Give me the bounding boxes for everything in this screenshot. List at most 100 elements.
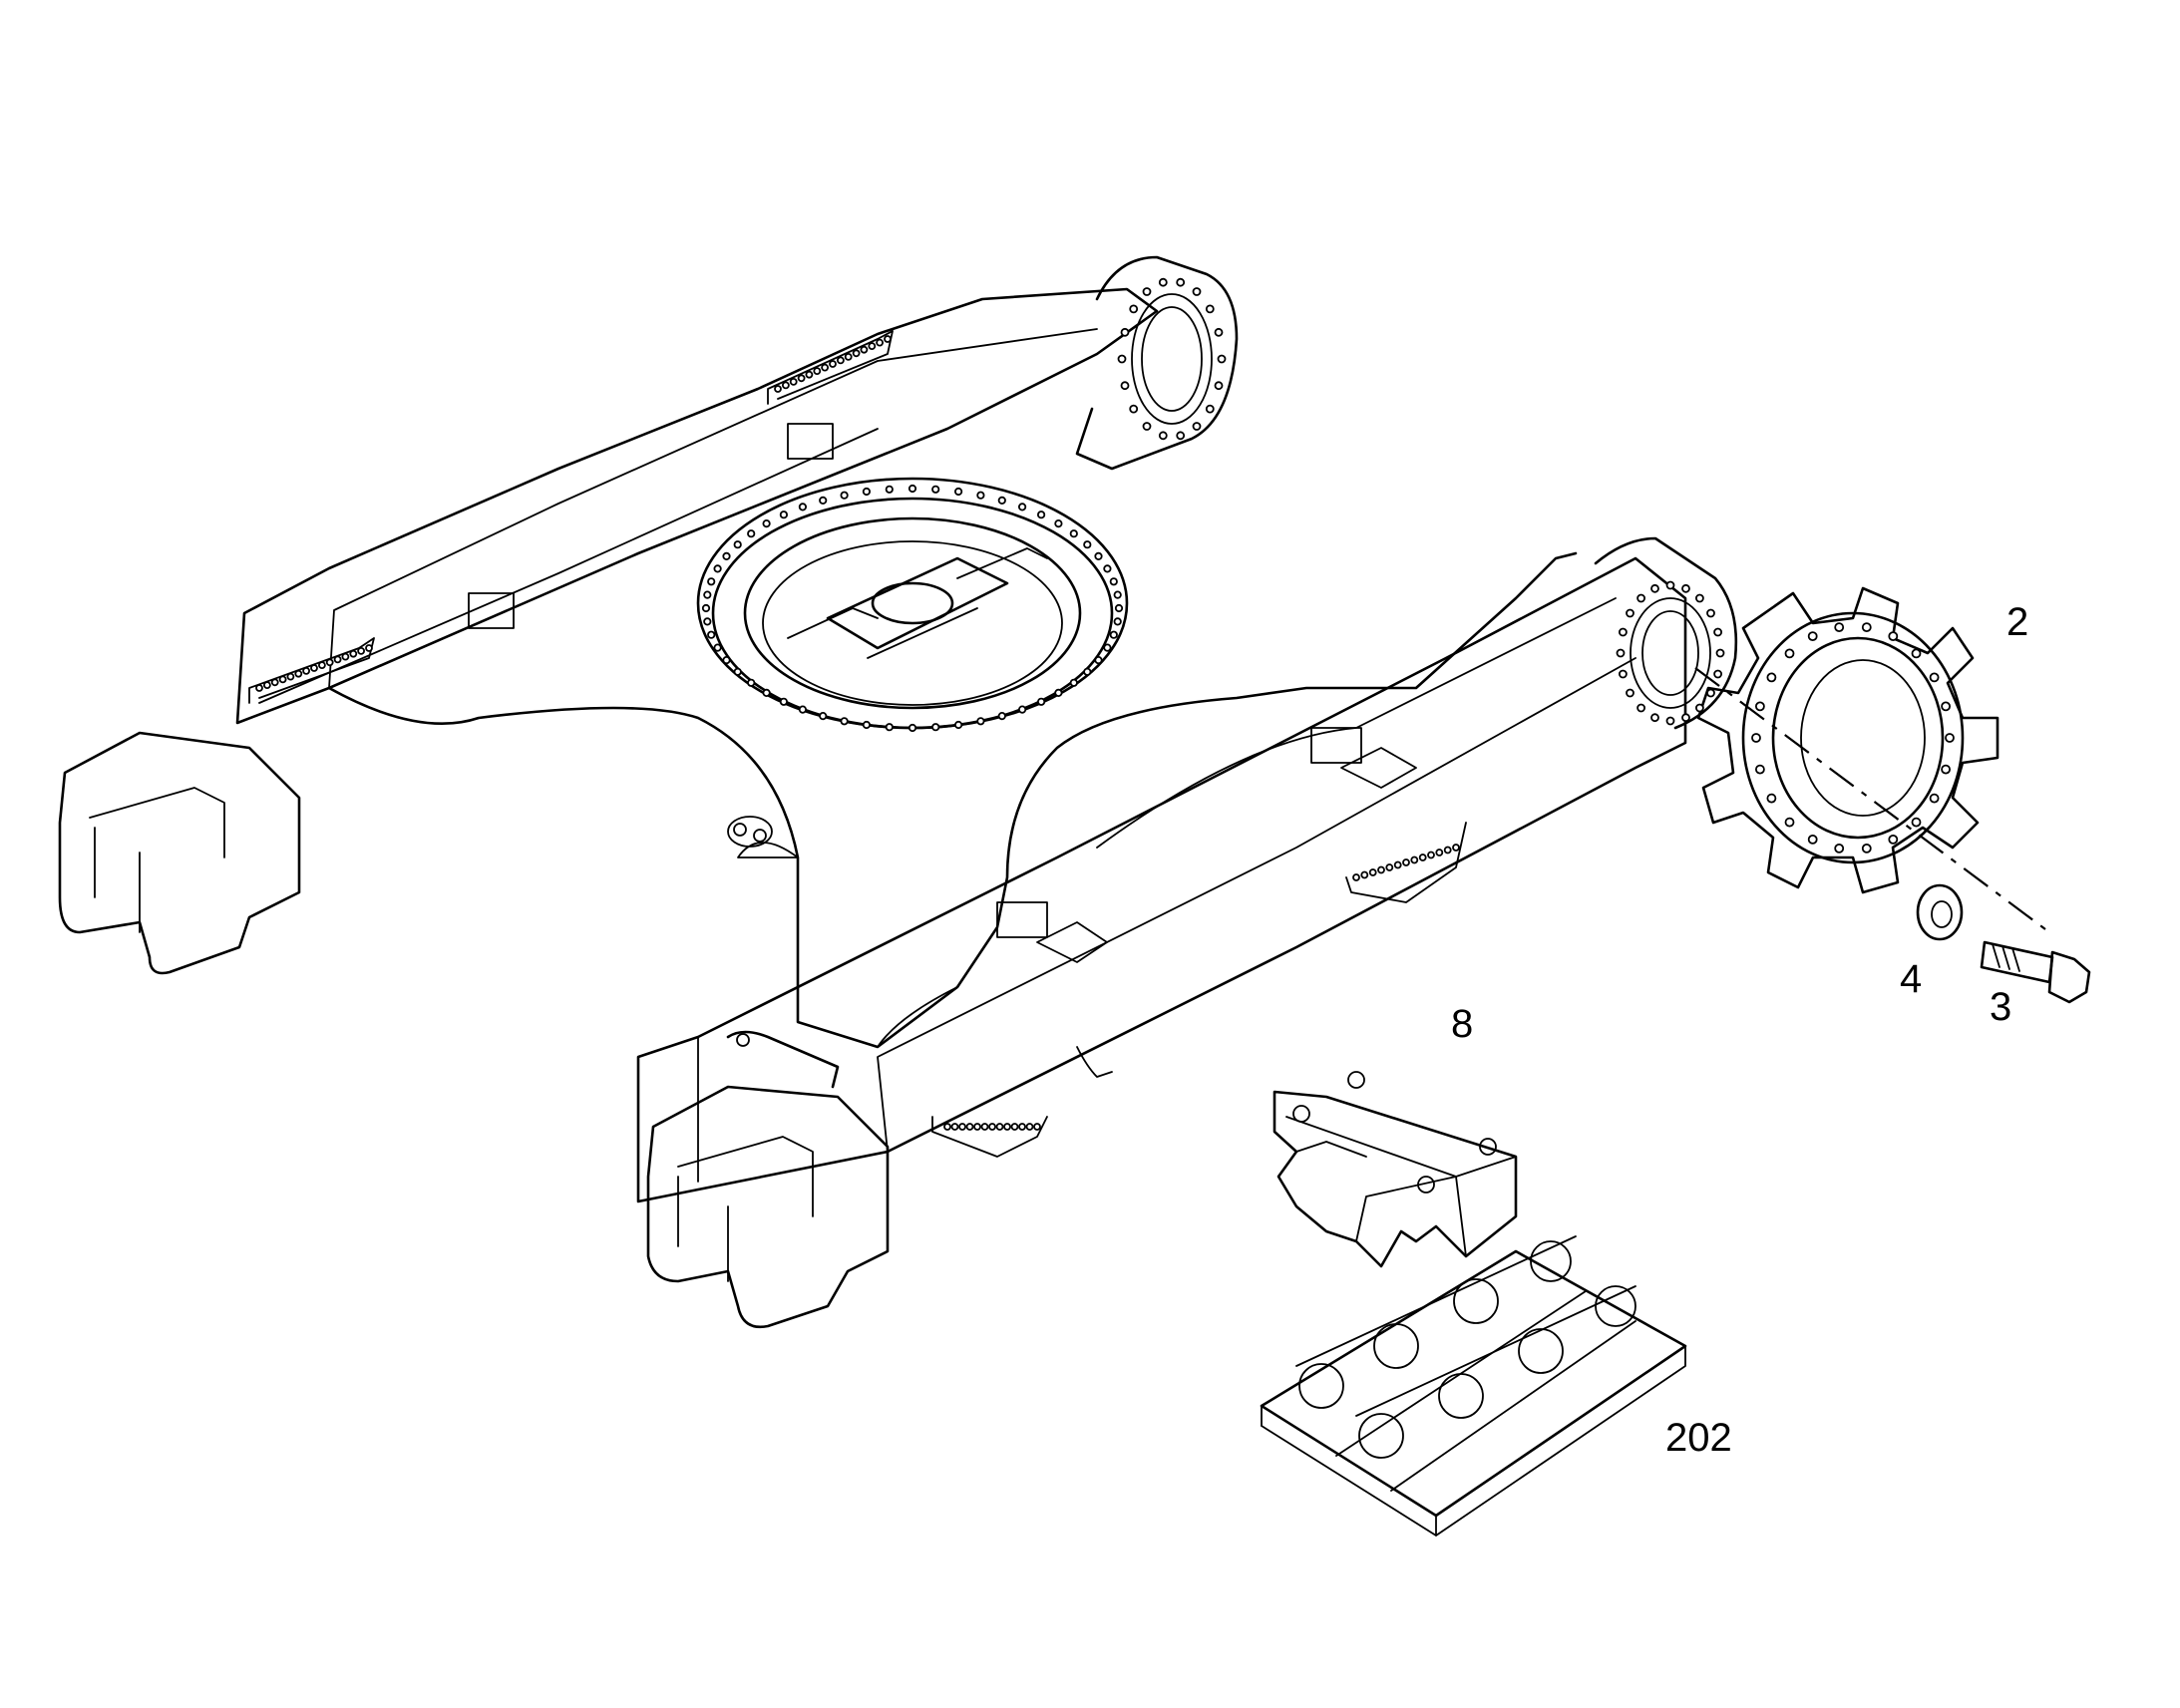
bolt-hole bbox=[1083, 667, 1092, 676]
guide-tooth bbox=[1435, 849, 1444, 856]
bolt-hole bbox=[1706, 608, 1715, 618]
track-guide-rear bbox=[248, 637, 375, 704]
sprocket-bolt-holes bbox=[1751, 622, 1955, 854]
bolt-hole bbox=[1037, 697, 1046, 706]
bolt-hole bbox=[733, 540, 742, 549]
callout-4: 4 bbox=[1900, 957, 1922, 1001]
front-right-guide-teeth bbox=[1352, 844, 1460, 881]
bolt-hole bbox=[1888, 631, 1899, 641]
bolt-hole bbox=[1695, 593, 1704, 603]
bolt-hole bbox=[976, 491, 985, 500]
bolt-hole bbox=[1695, 703, 1704, 713]
bolt-hole bbox=[779, 697, 789, 706]
guide-tooth bbox=[1360, 870, 1369, 879]
bolt-hole bbox=[1120, 327, 1130, 337]
bolt-hole bbox=[931, 485, 940, 494]
guide-tooth bbox=[333, 655, 342, 664]
pad-front-1 bbox=[996, 901, 1048, 938]
bolt-hole bbox=[976, 717, 985, 726]
front-sprocket-boss bbox=[1594, 536, 1738, 730]
bolt-hole bbox=[722, 551, 731, 561]
bolt-hole bbox=[1054, 688, 1063, 698]
bolt-hole bbox=[733, 667, 742, 676]
bolt-hole bbox=[1103, 564, 1112, 573]
swing-ring-bolt-holes bbox=[701, 484, 1124, 733]
guide-tooth bbox=[349, 649, 358, 658]
bolt-hole bbox=[840, 717, 849, 726]
guide-tooth bbox=[1418, 854, 1427, 861]
bolt-hole bbox=[1205, 304, 1215, 314]
guide-tooth bbox=[789, 377, 798, 386]
guide-tooth bbox=[958, 1123, 966, 1131]
pad-rear-1 bbox=[468, 592, 515, 629]
bolt-hole bbox=[1109, 577, 1118, 586]
guide-tooth bbox=[797, 374, 806, 383]
guide-tooth bbox=[255, 684, 263, 692]
bolt-hole bbox=[1665, 580, 1675, 590]
bolt-hole bbox=[779, 511, 789, 519]
guide-tooth bbox=[1402, 858, 1410, 866]
guide-tooth bbox=[821, 363, 829, 372]
guide-tooth bbox=[1352, 873, 1360, 881]
guide-tooth bbox=[1452, 844, 1460, 852]
guide-tooth bbox=[357, 647, 366, 655]
bolt-hole bbox=[1713, 669, 1722, 679]
bolt-hole bbox=[747, 529, 756, 538]
front-frame-end bbox=[646, 1085, 890, 1329]
bolt-hole bbox=[1755, 701, 1765, 712]
bolt-hole bbox=[908, 723, 917, 733]
bolt-hole bbox=[1069, 678, 1078, 687]
assembly-centerline bbox=[1694, 667, 2050, 933]
bolt-hole bbox=[1751, 733, 1761, 743]
guide-tooth bbox=[1025, 1123, 1034, 1131]
bolt-hole bbox=[953, 720, 963, 730]
bolt-hole bbox=[1083, 540, 1092, 549]
guide-tooth bbox=[965, 1123, 974, 1131]
guide-tooth bbox=[980, 1123, 989, 1131]
bolt-hole bbox=[1941, 764, 1951, 775]
guide-tooth bbox=[988, 1123, 996, 1131]
bolt-hole bbox=[1755, 764, 1765, 775]
callout-2: 2 bbox=[2006, 600, 2028, 644]
bolt-hole bbox=[1120, 381, 1130, 391]
bolt-hole bbox=[1017, 503, 1027, 512]
bolt-hole bbox=[1784, 817, 1795, 828]
bolt-hole bbox=[1650, 713, 1659, 723]
bolt-hole bbox=[1929, 672, 1940, 683]
bolt-hole bbox=[1945, 733, 1955, 743]
guide-tooth bbox=[325, 658, 334, 667]
guide-tooth bbox=[943, 1123, 951, 1131]
rear-right-guide-teeth bbox=[774, 335, 892, 393]
track-guide-front-right bbox=[1345, 822, 1467, 903]
guide-tooth bbox=[1393, 860, 1402, 869]
bolt-hole bbox=[798, 705, 808, 714]
bolt-hole bbox=[1117, 354, 1127, 364]
track-chain bbox=[1260, 1235, 1687, 1537]
bolt-hole bbox=[703, 617, 712, 626]
rear-track-rail bbox=[235, 287, 1159, 725]
bolt-hole bbox=[1192, 287, 1202, 296]
guide-tooth bbox=[365, 644, 373, 652]
bolt-hole bbox=[1217, 354, 1227, 364]
guide-tooth bbox=[852, 349, 861, 358]
guide-tooth bbox=[973, 1123, 981, 1131]
bolt-hole bbox=[1715, 648, 1725, 658]
front-boss-bolt-holes bbox=[1616, 580, 1725, 726]
bolt-hole bbox=[862, 487, 872, 497]
bolt-hole bbox=[819, 711, 828, 721]
guide-tooth bbox=[844, 352, 853, 361]
guide-tooth bbox=[1010, 1123, 1019, 1131]
bolt-hole bbox=[1113, 590, 1122, 599]
bolt-hole bbox=[1888, 835, 1899, 845]
guide-tooth bbox=[341, 652, 350, 661]
bolt-hole bbox=[1636, 703, 1645, 713]
bolt-hole bbox=[762, 688, 771, 698]
bolt-hole bbox=[1103, 643, 1112, 652]
bolt-hole bbox=[747, 678, 756, 687]
guide-tooth bbox=[278, 675, 287, 684]
bolt-hole bbox=[1176, 431, 1186, 441]
guide-tooth bbox=[950, 1123, 959, 1131]
guide-tooth bbox=[774, 385, 782, 393]
guide-tooth bbox=[1368, 868, 1377, 876]
bolt-hole bbox=[1142, 422, 1152, 431]
